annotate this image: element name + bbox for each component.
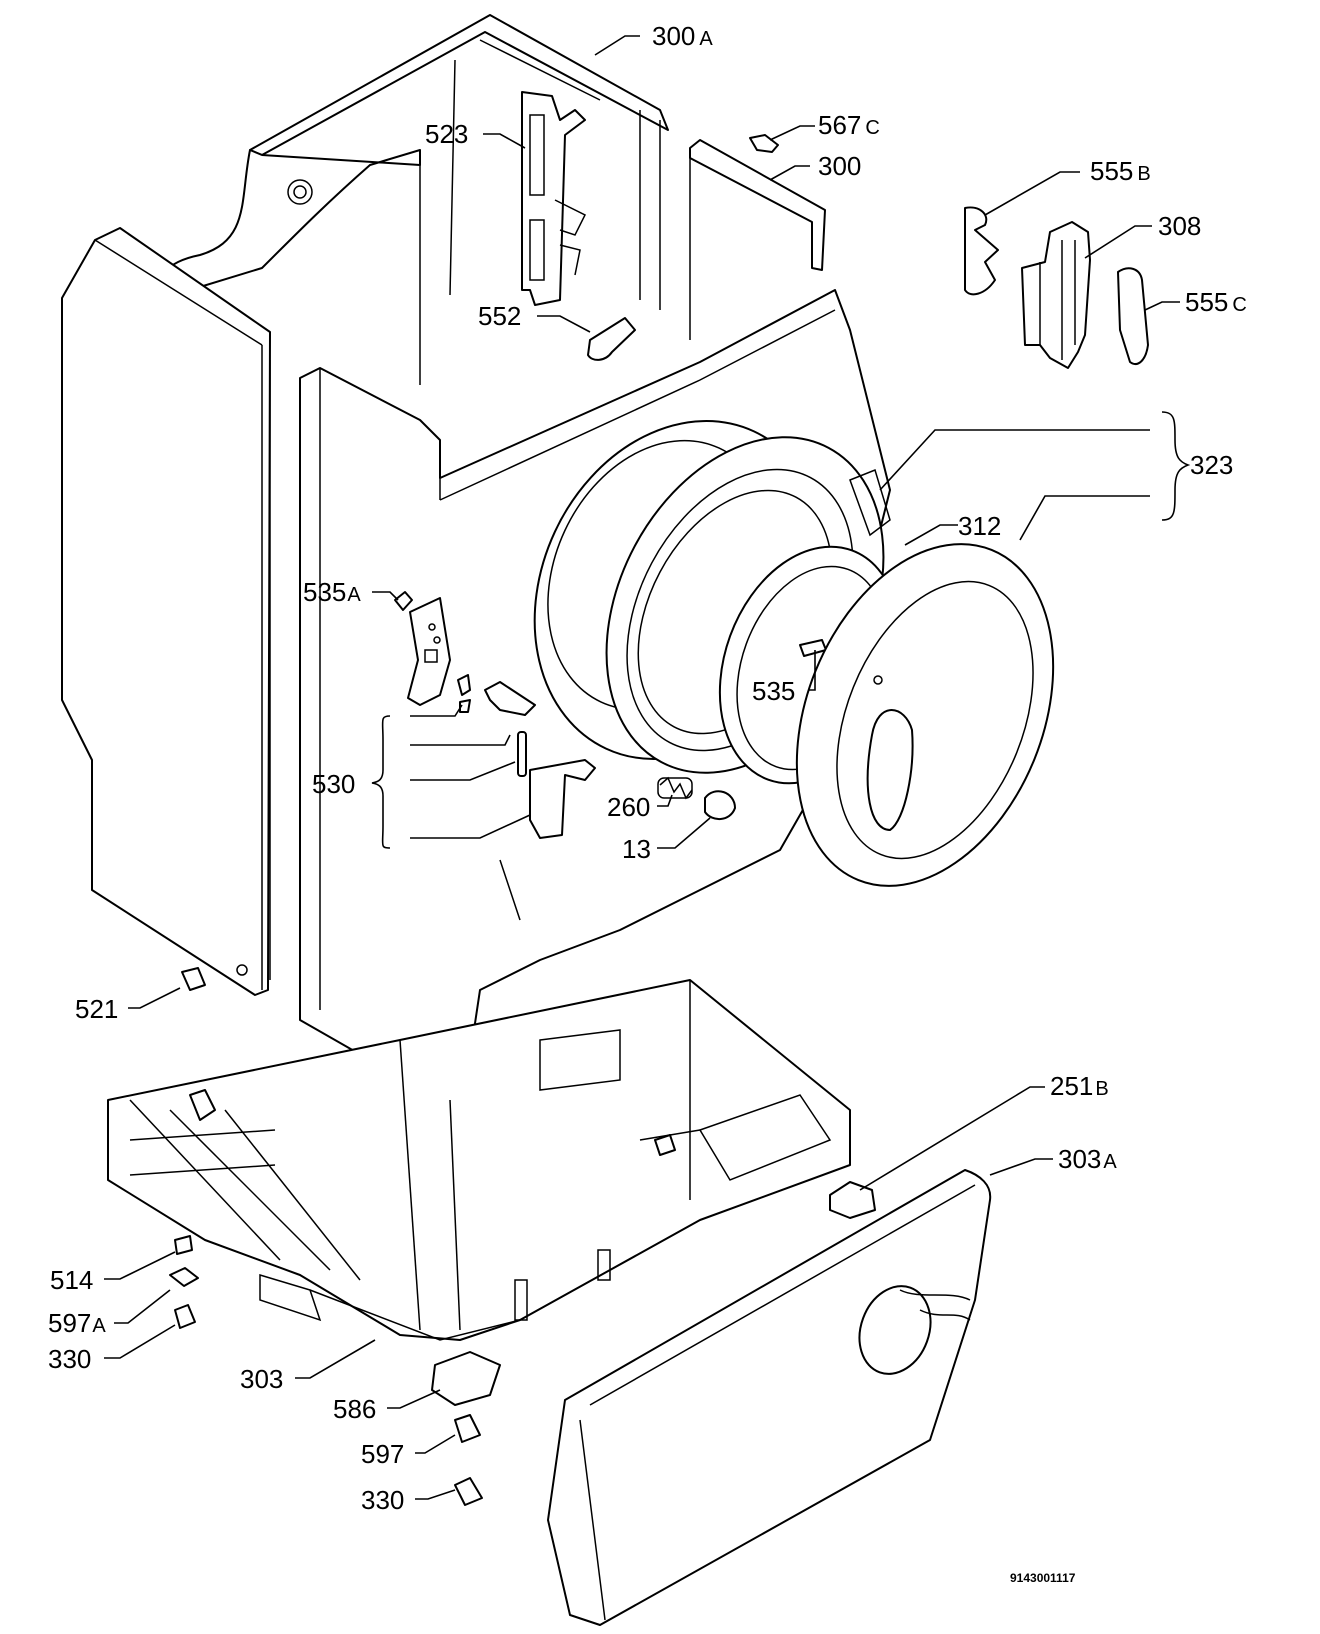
lock-plate	[407, 597, 451, 706]
lock-bulb	[704, 790, 736, 820]
small-clip	[749, 134, 779, 153]
label-597a: 597A	[48, 1308, 106, 1338]
label-303: 303	[240, 1364, 283, 1394]
lock-spring	[657, 776, 693, 800]
cabinet-back-frame	[165, 14, 669, 385]
label-514: 514	[50, 1265, 93, 1295]
label-312: 312	[958, 511, 1001, 541]
document-id: 9143001117	[1010, 1571, 1076, 1585]
label-530: 530	[312, 769, 355, 799]
plinth-panel	[547, 1169, 992, 1626]
label-586: 586	[333, 1394, 376, 1424]
cabinet-side-panel	[61, 227, 271, 996]
foot-bracket-586	[431, 1351, 501, 1406]
leader-lines	[104, 35, 1191, 1500]
label-521: 521	[75, 994, 118, 1024]
door-hinge	[1021, 221, 1091, 369]
cable-clip	[587, 317, 636, 361]
label-552: 552	[478, 301, 521, 331]
foot-screw-514	[174, 1235, 193, 1255]
label-330-bottom: 330	[361, 1485, 404, 1515]
label-535a: 535A	[303, 577, 361, 607]
label-323: 323	[1190, 450, 1233, 480]
label-260: 260	[607, 792, 650, 822]
door-outer-ring	[795, 543, 1055, 887]
label-13: 13	[622, 834, 651, 864]
screw	[181, 967, 206, 991]
foot-nut-597a	[169, 1267, 199, 1287]
lock-lever	[484, 681, 536, 716]
label-535: 535	[752, 676, 795, 706]
label-597: 597	[361, 1439, 404, 1469]
lock-pin	[394, 591, 413, 611]
lock-hook	[529, 759, 596, 839]
label-523: 523	[425, 119, 468, 149]
foot-330a	[174, 1304, 196, 1329]
base-frame	[107, 979, 851, 1341]
label-308: 308	[1158, 211, 1201, 241]
hinge-cover-right	[1117, 267, 1149, 365]
back-wall-bracket	[521, 91, 587, 306]
foot-nut-597	[454, 1414, 481, 1443]
bracket-251b	[829, 1181, 876, 1219]
label-300: 300	[818, 151, 861, 181]
hinge-cover-left	[964, 206, 999, 296]
foot-330b	[454, 1477, 483, 1506]
label-330-left: 330	[48, 1344, 91, 1374]
lock-rod	[517, 731, 527, 777]
cabinet-top-rail	[689, 139, 826, 340]
